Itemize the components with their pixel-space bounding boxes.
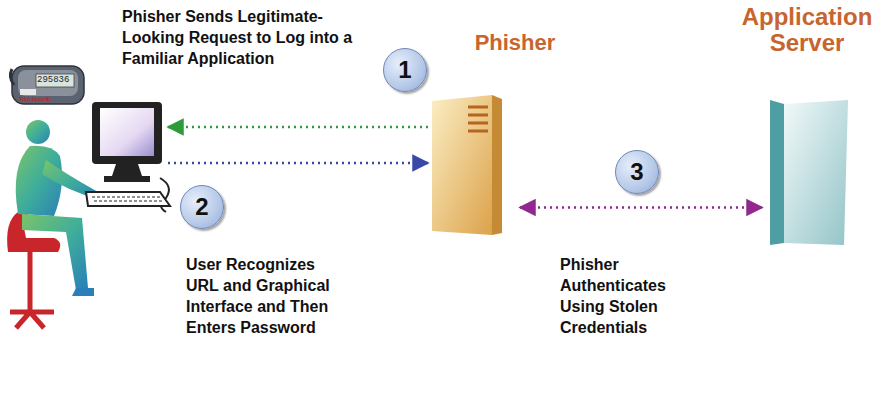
node-heading: Phisher bbox=[460, 31, 570, 55]
step-note: Phisher Authenticates Using Stolen Crede… bbox=[560, 254, 710, 338]
token-display: 295836 bbox=[37, 75, 73, 85]
phisher-server: Phisher bbox=[432, 95, 502, 235]
callout-number: 2 bbox=[180, 185, 224, 229]
auth-connector bbox=[520, 206, 762, 209]
computer bbox=[86, 102, 170, 212]
request-arrow bbox=[168, 126, 428, 129]
application-server: Application Server bbox=[770, 100, 848, 245]
step-note: Phisher Sends Legitimate-Looking Request… bbox=[122, 6, 384, 69]
callout-number: 1 bbox=[383, 48, 427, 92]
token-brand: RSA SecurID bbox=[20, 96, 51, 102]
server-shape bbox=[432, 95, 502, 235]
password-arrow bbox=[168, 162, 428, 165]
callout-number: 3 bbox=[615, 150, 659, 194]
person bbox=[16, 120, 100, 296]
step-note: User Recognizes URL and Graphical Interf… bbox=[186, 254, 346, 338]
server-shape bbox=[770, 100, 848, 245]
token-icon bbox=[10, 66, 84, 104]
node-heading: Application Server bbox=[722, 4, 889, 57]
